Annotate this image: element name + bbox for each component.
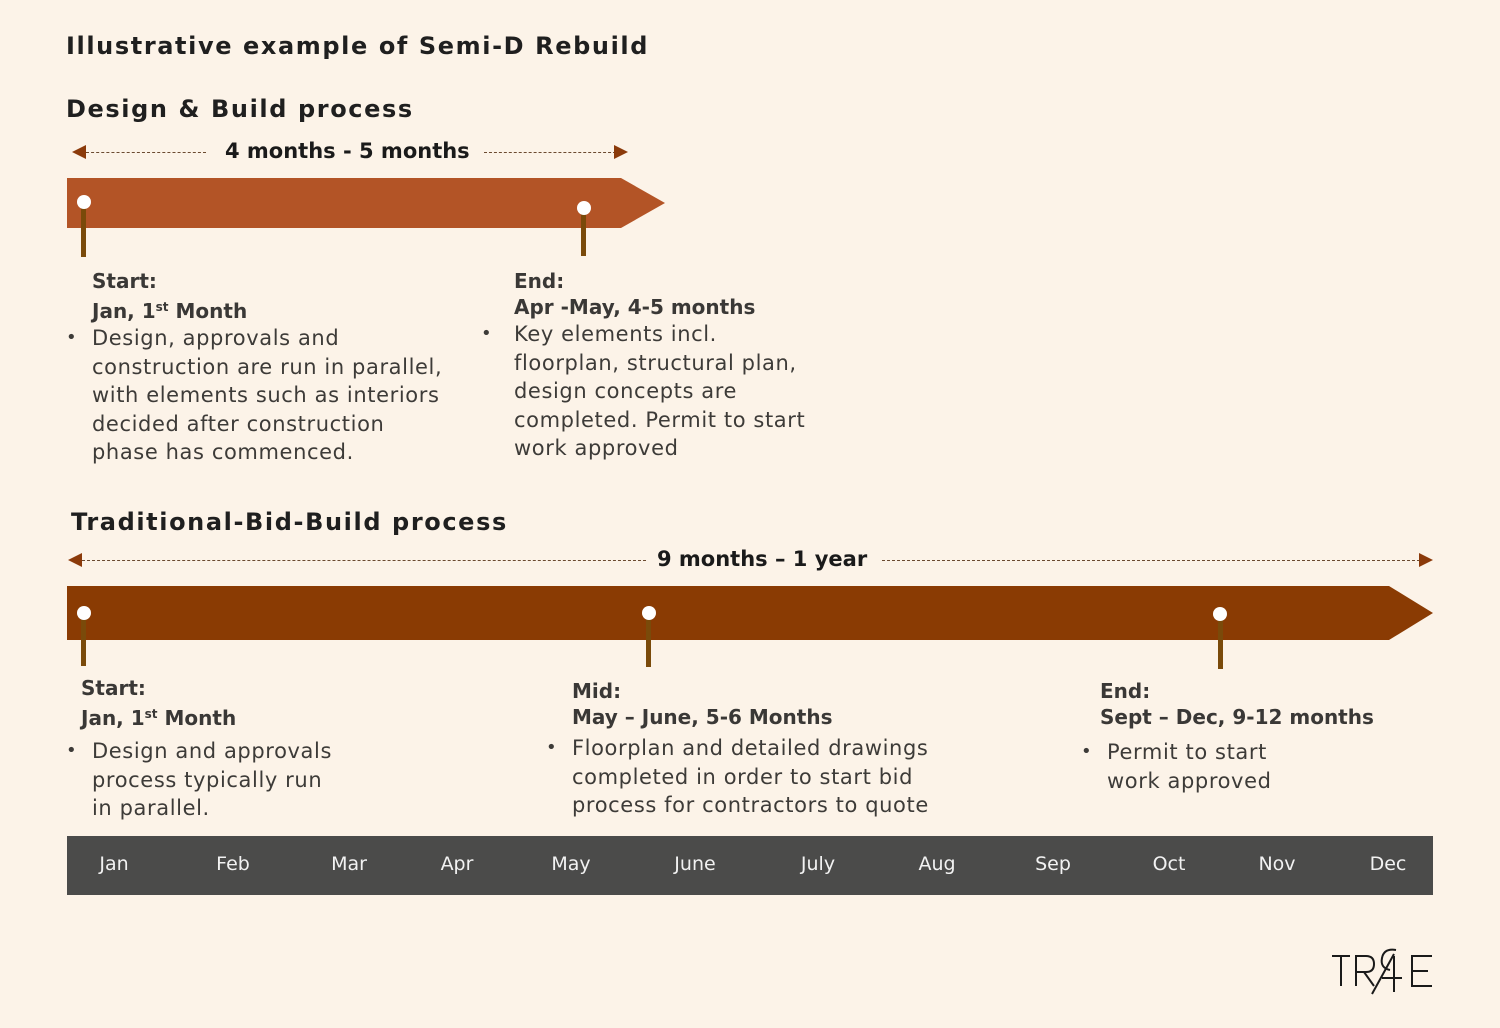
milestone-description: • Design, approvals and construction are… [66,324,466,467]
months-axis: Jan Feb Mar Apr May June July Aug Sep Oc… [67,836,1433,895]
bullet-icon: • [546,737,558,758]
bullet-icon: • [481,323,493,344]
dashed-line [86,152,206,153]
traditional-title: Traditional-Bid-Build process [71,508,508,536]
milestone-marker-mid [642,606,656,620]
milestone-description: • Key elements incl. floorplan, structur… [481,320,841,463]
milestone-label: Start: [81,676,146,700]
month-label: May [551,853,591,875]
month-label: Jan [99,853,129,875]
milestone-label: Mid: [572,679,622,703]
pin-stem [646,614,651,667]
month-label: Aug [918,853,956,875]
dashed-line [882,560,1420,561]
page-title: Illustrative example of Semi-D Rebuild [66,32,650,60]
arrow-left-icon [68,553,82,567]
month-label: Dec [1369,853,1407,875]
milestone-label: End: [514,269,565,293]
month-label: Sep [1035,853,1071,875]
traditional-start-note: Start: Jan, 1st Month • Design and appro… [66,675,486,823]
design-build-duration: 4 months - 5 months [225,139,470,163]
dashed-line [82,560,646,561]
milestone-marker-start [77,195,91,209]
svg-text:TR4E: TR4E [1330,944,1333,945]
dashed-line [484,152,616,153]
month-label: July [800,853,836,875]
milestone-description: • Floorplan and detailed drawings comple… [546,734,986,820]
traditional-end-note: End: Sept – Dec, 9-12 months • Permit to… [1081,678,1411,795]
milestone-when: Jan, 1st Month [92,299,248,323]
brand-logo: TR4E [1330,944,1432,995]
milestone-label: Start: [92,269,157,293]
milestone-description: • Design and approvals process typically… [66,737,486,823]
milestone-marker-end [577,201,591,215]
milestone-when: May – June, 5-6 Months [572,705,833,729]
design-build-end-note: End: Apr -May, 4-5 months • Key elements… [481,268,841,463]
bullet-icon: • [1081,741,1093,762]
pin-stem [81,205,86,257]
milestone-when: Apr -May, 4-5 months [514,295,756,319]
month-label: June [674,853,716,875]
month-label: Apr [440,853,474,875]
arrow-left-icon [72,145,86,159]
milestone-when: Jan, 1st Month [81,706,237,730]
bullet-icon: • [66,327,78,348]
design-build-timeline-bar [67,178,665,228]
month-label: Mar [331,853,367,875]
traditional-mid-note: Mid: May – June, 5-6 Months • Floorplan … [546,678,986,820]
bullet-icon: • [66,740,78,761]
pin-stem [1218,616,1223,669]
design-build-title: Design & Build process [66,95,414,123]
arrow-right-icon [614,145,628,159]
milestone-marker-end [1213,607,1227,621]
milestone-label: End: [1100,679,1151,703]
month-label: Oct [1152,853,1186,875]
traditional-timeline-bar [67,586,1433,640]
month-label: Feb [216,853,250,875]
arrow-right-icon [1419,553,1433,567]
pin-stem [581,212,586,256]
milestone-marker-start [77,606,91,620]
pin-stem [81,614,86,666]
milestone-description: • Permit to start work approved [1081,738,1411,795]
traditional-duration: 9 months – 1 year [657,547,868,571]
milestone-when: Sept – Dec, 9-12 months [1100,705,1374,729]
month-label: Nov [1258,853,1296,875]
design-build-start-note: Start: Jan, 1st Month • Design, approval… [66,268,466,467]
